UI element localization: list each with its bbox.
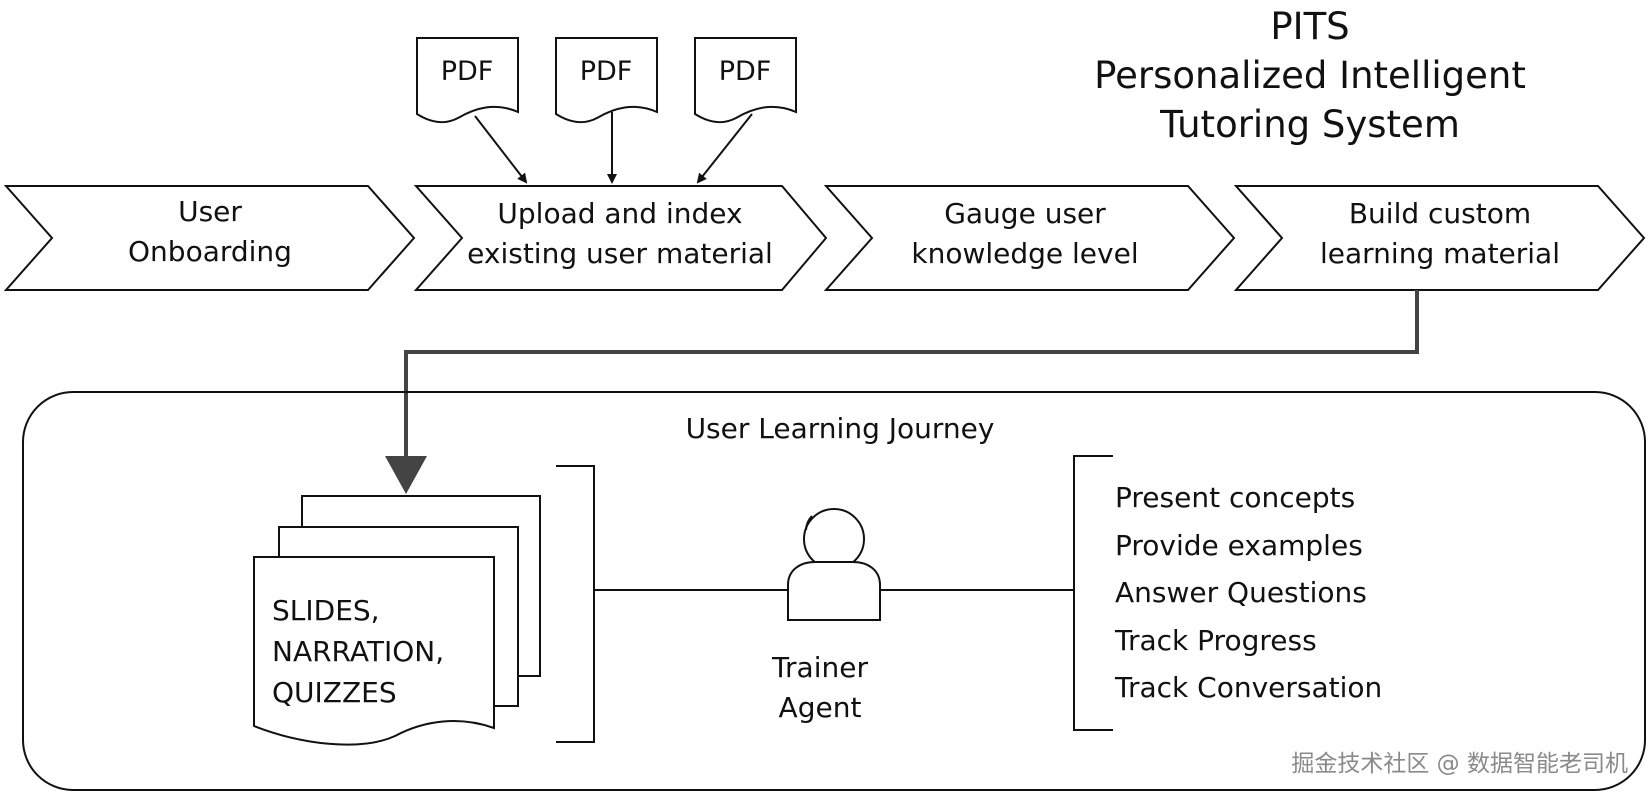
right-bracket [1073, 455, 1113, 731]
pdf-document-3 [694, 37, 797, 124]
step-chevron-build [1233, 185, 1646, 291]
agent-task-list: Present concepts Provide examples Answer… [1115, 474, 1382, 712]
connector-line [404, 290, 1419, 458]
title-line-3: Tutoring System [1160, 103, 1460, 146]
task-item: Provide examples [1115, 528, 1363, 562]
step-chevron-upload [413, 185, 828, 291]
trainer-agent-label: Trainer Agent [772, 651, 868, 724]
pdf-label-3: PDF [718, 56, 772, 87]
step-label-gauge: Gauge user knowledge level [911, 197, 1139, 270]
pdf-label-1: PDF [440, 56, 494, 87]
connector-arrowhead [385, 456, 427, 494]
journey-container [22, 391, 1646, 791]
title-line-2: Personalized Intelligent [1094, 54, 1526, 97]
task-item: Track Progress [1115, 623, 1317, 657]
task-item: Track Conversation [1115, 671, 1383, 704]
diagram-title: PITS Personalized Intelligent Tutoring S… [1080, 2, 1540, 149]
step-chevron-onboarding [3, 185, 416, 291]
pdf-document-1 [416, 37, 519, 124]
task-item: Present concepts [1115, 481, 1356, 514]
person-icon [787, 508, 881, 621]
material-stack-label: SLIDES, NARRATION, QUIZZES [272, 594, 445, 709]
step-label-onboarding: User Onboarding [128, 195, 292, 268]
step-label-upload: Upload and index existing user material [467, 197, 773, 270]
left-bracket [556, 465, 595, 743]
journey-title: User Learning Journey [685, 412, 995, 445]
task-item: Answer Questions [1115, 576, 1367, 609]
pdf-arrow-3 [696, 113, 753, 184]
stack-sheet-front [253, 556, 495, 746]
material-stack [253, 495, 541, 746]
pdf-label-2: PDF [579, 56, 633, 87]
pdf-document-2 [555, 37, 658, 124]
title-acronym: PITS [1270, 5, 1350, 48]
pdf-arrow-1 [474, 115, 528, 184]
step-label-build: Build custom learning material [1320, 197, 1560, 270]
watermark: 掘金技术社区 @ 数据智能老司机 [1291, 751, 1628, 777]
step-chevron-gauge [823, 185, 1236, 291]
